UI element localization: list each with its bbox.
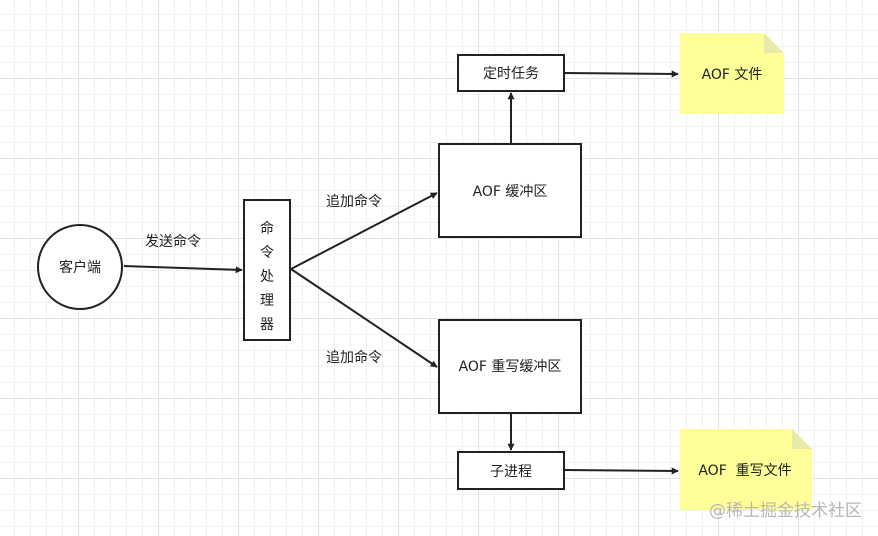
aof-file-label: AOF 文件 bbox=[702, 67, 763, 83]
command-processor-char-3: 处 bbox=[260, 269, 274, 285]
aof-buffer-node[interactable]: AOF 缓冲区 bbox=[438, 143, 582, 238]
aof-rewrite-buffer-node[interactable]: AOF 重写缓冲区 bbox=[438, 319, 582, 414]
command-processor-char-1: 命 bbox=[260, 220, 274, 237]
command-processor-char-5: 器 bbox=[260, 317, 274, 333]
send-command-label: 发送命令 bbox=[145, 233, 201, 250]
command-processor-char-4: 理 bbox=[260, 293, 274, 309]
aof-rewrite-file-label: AOF 重写文件 bbox=[698, 463, 791, 479]
edge-client-to-processor bbox=[123, 265, 243, 274]
edge-timer-to-aof-file bbox=[564, 70, 679, 78]
child-process-node[interactable]: 子进程 bbox=[457, 451, 565, 490]
aof-buffer-label: AOF 缓冲区 bbox=[473, 184, 548, 200]
command-processor-node[interactable]: 命 令 处 理 器 bbox=[243, 199, 291, 341]
edge-processor-to-rewrite-buffer bbox=[290, 268, 438, 368]
aof-rewrite-file-note[interactable]: AOF 重写文件 bbox=[680, 429, 812, 510]
timer-task-node[interactable]: 定时任务 bbox=[457, 54, 565, 92]
command-processor-char-2: 令 bbox=[260, 245, 274, 261]
client-label: 客户端 bbox=[59, 259, 101, 276]
append-command-bottom-label: 追加命令 bbox=[326, 349, 382, 366]
edge-child-to-rewrite-file bbox=[564, 467, 679, 475]
watermark: @稀土掘金技术社区 bbox=[709, 501, 862, 521]
edge-processor-to-aof-buffer bbox=[290, 192, 438, 270]
child-process-label: 子进程 bbox=[490, 464, 532, 480]
client-node[interactable]: 客户端 bbox=[37, 224, 123, 310]
aof-file-note[interactable]: AOF 文件 bbox=[680, 33, 784, 114]
aof-rewrite-buffer-label: AOF 重写缓冲区 bbox=[459, 359, 562, 375]
timer-task-label: 定时任务 bbox=[483, 66, 539, 82]
append-command-top-label: 追加命令 bbox=[326, 193, 382, 210]
